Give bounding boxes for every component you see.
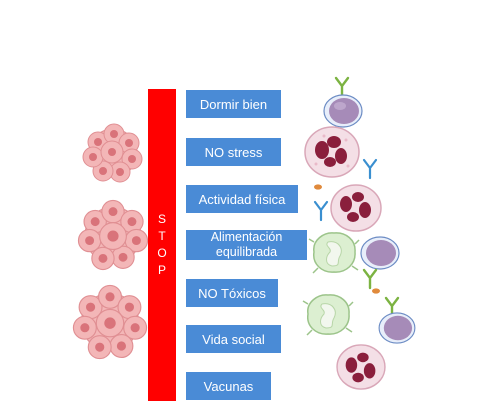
action-no-stress: NO stress [186,138,281,166]
stop-letter: O [157,246,167,260]
lymphocyte-icon [323,94,363,128]
action-vida-social: Vida social [186,325,281,353]
action-no-toxicos: NO Tóxicos [186,279,278,307]
tumor-cluster-icon [77,199,149,271]
macrophage-icon [308,232,360,274]
antibody-icon [362,158,378,180]
lymphocyte-icon [360,236,400,270]
stop-bar: S T O P [148,89,176,401]
neutrophil-icon [330,184,382,232]
neutrophil-icon [336,344,386,390]
tumor-cluster-icon [72,284,148,360]
stop-letter: S [157,212,166,226]
neutrophil-icon [304,126,360,178]
antibody-icon [334,76,350,98]
cytokine-icon [314,184,322,190]
cytokine-icon [372,288,380,294]
stop-letter: P [157,263,166,277]
macrophage-icon [302,294,354,336]
action-dormir-bien: Dormir bien [186,90,281,118]
tumor-cluster-icon [82,123,143,183]
action-alimentacion-equilibrada: Alimentación equilibrada [186,230,307,260]
stop-letter: T [158,229,166,243]
antibody-icon [313,200,329,222]
antibody-icon [362,268,378,290]
action-vacunas: Vacunas [186,372,271,400]
lymphocyte-icon [378,312,416,344]
action-actividad-fisica: Actividad física [186,185,298,213]
